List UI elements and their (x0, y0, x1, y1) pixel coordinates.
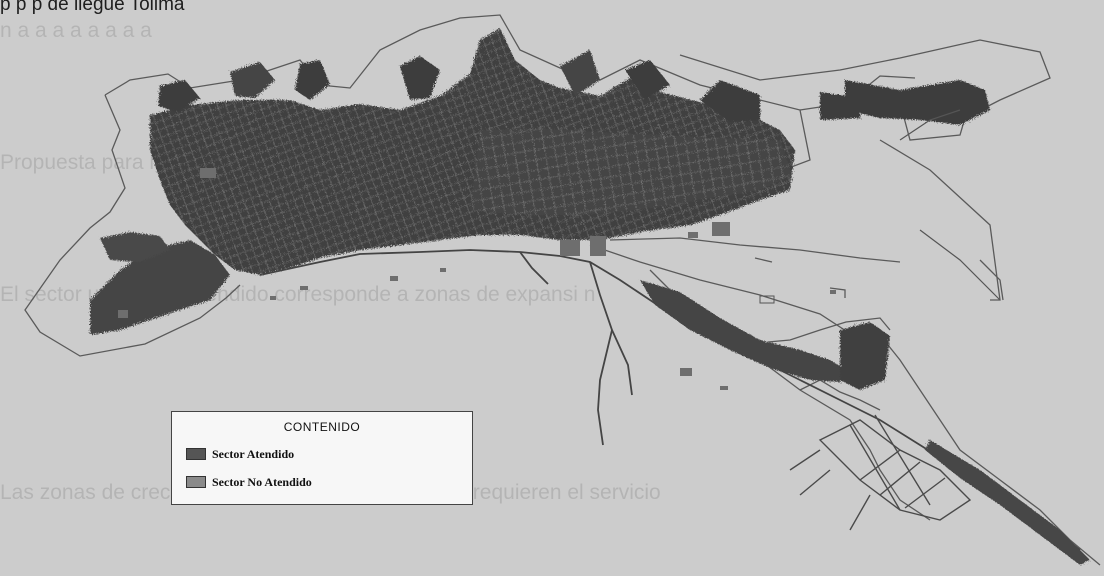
background-text-line: n a a a a a a a a (0, 19, 152, 42)
legend-title: CONTENIDO (283, 420, 361, 434)
unserved-sector (118, 168, 836, 390)
legend-label-served: Sector Atendido (212, 446, 295, 461)
legend-label-unserved: Sector No Atendido (212, 474, 312, 489)
east-lines (899, 109, 1001, 301)
legend-item-unserved: Sector No Atendido (186, 475, 312, 489)
legend-item-served: Sector Atendido (186, 447, 294, 461)
south-east-grid (789, 414, 972, 531)
page-header-text: p p p de liegue Tolima (0, 0, 185, 15)
served-sector (90, 28, 1090, 565)
legend-swatch-unserved (186, 476, 206, 488)
legend-swatch-served (186, 448, 206, 460)
map-legend: CONTENIDO Sector Atendido Sector No Aten… (171, 411, 473, 505)
